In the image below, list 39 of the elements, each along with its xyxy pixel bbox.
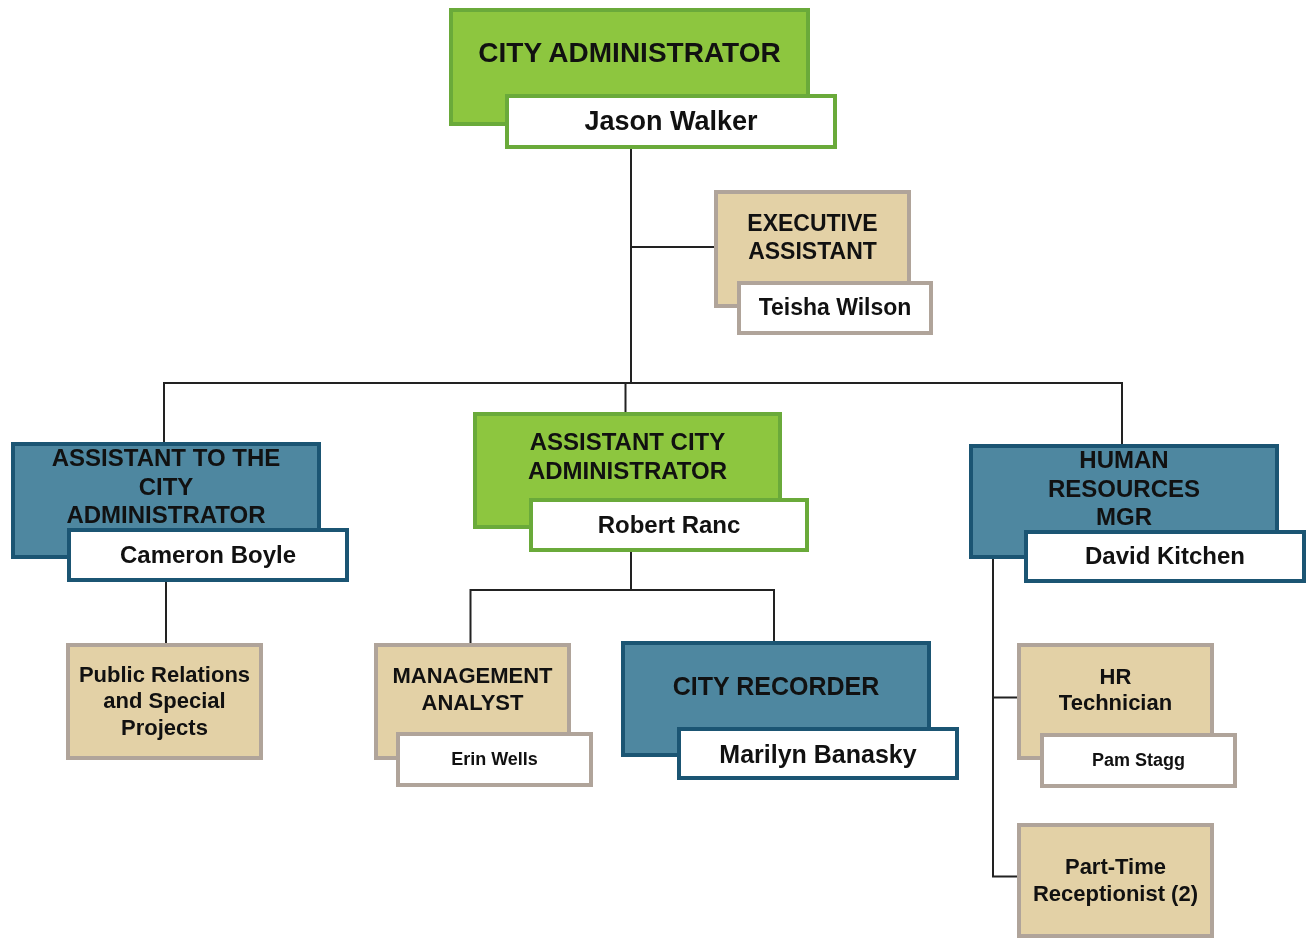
person-name: Marilyn Banasky bbox=[719, 738, 917, 769]
position-box bbox=[969, 444, 1279, 530]
name-box bbox=[67, 528, 349, 582]
job-title: HR Technician bbox=[1058, 663, 1173, 717]
name-box bbox=[529, 498, 809, 552]
person-name: Jason Walker bbox=[584, 105, 758, 138]
position-box bbox=[66, 643, 263, 760]
position-box bbox=[374, 643, 571, 732]
position-box bbox=[473, 412, 782, 498]
position-box bbox=[11, 442, 321, 528]
job-title: ASSISTANT CITY ADMINISTRATOR bbox=[526, 428, 729, 486]
position-box bbox=[1017, 643, 1214, 733]
name-box bbox=[677, 727, 959, 780]
connector-line bbox=[165, 581, 167, 644]
job-title: ASSISTANT TO THE CITY ADMINISTRATOR bbox=[50, 443, 282, 531]
name-box bbox=[1024, 530, 1306, 583]
name-box bbox=[396, 732, 593, 787]
job-title: Part-Time Receptionist (2) bbox=[1032, 854, 1199, 907]
person-name: Pam Stagg bbox=[1092, 749, 1185, 772]
position-box bbox=[621, 641, 931, 727]
name-box bbox=[505, 94, 837, 149]
connector-line bbox=[992, 558, 1018, 878]
person-name: Teisha Wilson bbox=[758, 294, 912, 322]
position-box bbox=[449, 8, 810, 94]
position-box bbox=[714, 190, 911, 281]
connector-line bbox=[630, 551, 775, 642]
job-title: CITY ADMINISTRATOR bbox=[478, 36, 781, 70]
person-name: Erin Wells bbox=[451, 748, 538, 771]
person-name: Robert Ranc bbox=[597, 510, 741, 540]
name-box bbox=[737, 281, 933, 335]
position-box bbox=[1017, 823, 1214, 938]
job-title: MANAGEMENT ANALYST bbox=[391, 663, 554, 716]
name-box bbox=[1040, 733, 1237, 788]
job-title: EXECUTIVE ASSISTANT bbox=[746, 209, 879, 266]
job-title: HUMAN RESOURCES MGR bbox=[1047, 445, 1201, 533]
person-name: David Kitchen bbox=[1085, 542, 1245, 571]
job-title: Public Relations and Special Projects bbox=[77, 661, 252, 742]
person-name: Cameron Boyle bbox=[119, 540, 297, 570]
job-title: CITY RECORDER bbox=[672, 671, 880, 701]
